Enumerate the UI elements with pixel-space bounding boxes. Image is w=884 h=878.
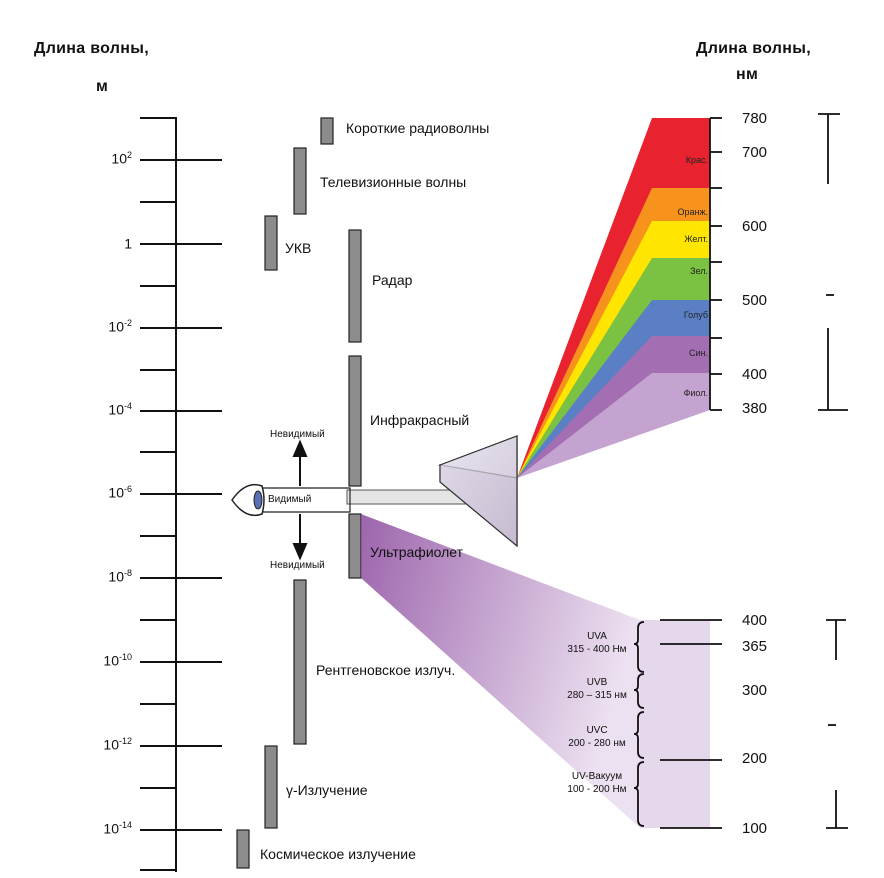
uv-band-range: 100 - 200 Нм	[567, 784, 627, 795]
uv-column	[640, 620, 710, 828]
eye-icon	[231, 483, 351, 517]
tick-label: 10-14	[103, 820, 132, 837]
invisible-arrows	[292, 439, 308, 561]
band-label-cosmic: Космическое излучение	[260, 846, 416, 862]
uv-band-range: 280 – 315 нм	[567, 690, 627, 701]
band-label-short-radio: Короткие радиоволны	[346, 120, 490, 136]
band-label-tv: Телевизионные волны	[320, 174, 467, 190]
uv-nm-label: 300	[742, 682, 768, 699]
uv-nm-scale	[633, 619, 848, 829]
visible-nm-scale	[709, 113, 848, 411]
uv-band-uva: UVA 315 - 400 Нм	[560, 630, 634, 656]
visible-fan	[517, 118, 710, 478]
nm-label: 500	[742, 292, 768, 309]
tick-label: 10-12	[103, 736, 132, 753]
tick-label: 10-2	[108, 318, 132, 335]
uv-nm-label: 200	[742, 750, 768, 767]
tick-label: 10-6	[108, 484, 132, 501]
invisible-down-label: Невидимый	[270, 560, 325, 571]
uv-band-range: 315 - 400 Нм	[567, 644, 627, 655]
uv-band-uvc: UVC 200 - 280 нм	[560, 724, 634, 750]
nm-label: 380	[742, 400, 768, 417]
bar-tv	[293, 147, 307, 215]
uv-band-vacuum: UV-Вакуум 100 - 200 Нм	[560, 770, 634, 796]
uv-band-uvb: UVB 280 – 315 нм	[560, 676, 634, 702]
right-header-unit: нм	[736, 66, 759, 83]
band-label-ultraviolet: Ультрафиолет	[370, 544, 464, 560]
uv-fan	[361, 514, 640, 828]
left-header-title: Длина волны,	[34, 40, 149, 57]
color-label-violet: Фиол.	[683, 388, 708, 398]
bar-ultraviolet	[348, 513, 362, 579]
color-label-red: Крас.	[685, 155, 708, 165]
bar-gamma	[264, 745, 278, 829]
nm-label: 600	[742, 218, 768, 235]
visible-label: Видимый	[268, 494, 312, 505]
bar-xray	[293, 579, 307, 745]
tick-label: 10-4	[108, 401, 132, 418]
right-header-title: Длина волны,	[696, 40, 811, 57]
uv-band-name: UVB	[586, 677, 608, 688]
color-label-green: Зел.	[690, 266, 708, 276]
tick-label: 102	[111, 150, 132, 167]
band-label-gamma: γ-Излучение	[286, 782, 368, 798]
invisible-up-label: Невидимый	[270, 429, 325, 440]
bar-ukv	[264, 215, 278, 271]
color-label-blue: Голуб	[683, 310, 708, 320]
uv-nm-label: 100	[742, 820, 768, 837]
color-label-yellow: Желт.	[684, 234, 708, 244]
nm-label: 700	[742, 144, 768, 161]
left-header-unit: м	[96, 78, 109, 95]
band-label-infrared: Инфракрасный	[370, 412, 470, 428]
wavelength-axis	[140, 117, 222, 872]
band-label-ukv: УКВ	[285, 240, 312, 256]
uv-nm-label: 400	[742, 612, 768, 629]
uv-band-range: 200 - 280 нм	[568, 738, 626, 749]
uv-band-name: UVA	[587, 631, 607, 642]
tick-label: 10-10	[103, 652, 132, 669]
color-label-orange: Оранж.	[677, 207, 708, 217]
prism	[437, 435, 518, 548]
tick-label: 10-8	[108, 568, 132, 585]
band-label-radar: Радар	[372, 272, 413, 288]
uv-band-name: UV-Вакуум	[571, 771, 623, 782]
nm-label: 780	[742, 110, 768, 127]
nm-label: 400	[742, 366, 768, 383]
tick-label: 1	[124, 235, 132, 252]
color-label-indigo: Син.	[689, 348, 708, 358]
band-label-xray: Рентгеновское излуч.	[316, 662, 456, 678]
bar-cosmic	[236, 829, 250, 869]
bar-short-radio	[320, 117, 334, 145]
bar-radar	[348, 229, 362, 343]
uv-nm-label: 365	[742, 638, 768, 655]
band-bars	[236, 117, 362, 869]
bar-infrared	[348, 355, 362, 487]
uv-band-name: UVC	[586, 725, 608, 736]
